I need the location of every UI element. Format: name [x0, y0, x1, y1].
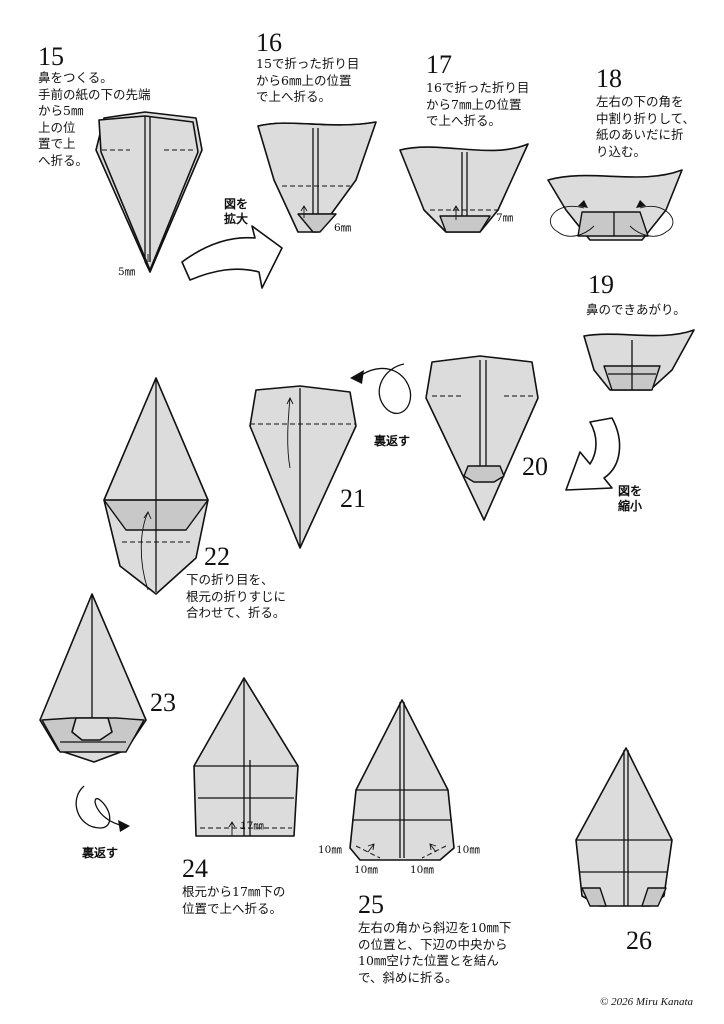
- step25-instruction: 左右の角から斜辺を10㎜下 の位置と、下辺の中央から 10㎜空けた位置とを結ん …: [358, 920, 511, 986]
- text-line: から7㎜上の位置: [426, 96, 522, 112]
- step18-instruction: 左右の下の角を 中割り折りして、 紙のあいだに折 り込む。: [596, 94, 695, 160]
- step16-figure: [257, 121, 377, 233]
- step19-instruction: 鼻のできあがり。: [586, 302, 686, 319]
- text-line: 位置で上へ折る。: [182, 900, 283, 916]
- step18-number: 18: [596, 64, 622, 93]
- step15-instruction: 鼻をつくる。 手前の紙の下の先端 から5㎜ 上の位 置で上 へ折る。: [38, 70, 151, 169]
- step25-measure-bottom-right: 10㎜: [410, 864, 434, 876]
- step24-figure: [193, 677, 299, 837]
- step26-figure: [575, 747, 673, 907]
- label-line: 図を: [618, 484, 643, 498]
- text-line: 合わせて、折る。: [186, 605, 286, 620]
- text-line: 16で折った折り目: [426, 80, 530, 95]
- text-line: 鼻をつくる。: [38, 70, 113, 85]
- text-line: 下の折り目を、: [186, 572, 274, 587]
- label-line: 縮小: [618, 499, 643, 513]
- shrink-arrow: [565, 417, 621, 491]
- step15-number: 15: [38, 42, 64, 71]
- shrink-label: 図を 縮小: [618, 484, 642, 514]
- step18-figure: [547, 169, 683, 241]
- step21-figure: [249, 385, 357, 549]
- enlarge-arrow: [181, 225, 283, 289]
- text-line: から6㎜上の位置: [256, 72, 352, 88]
- text-line: から5㎜: [38, 103, 84, 118]
- flip-label-bottom: 裏返す: [82, 846, 119, 860]
- enlarge-label: 図を 拡大: [224, 197, 248, 227]
- text-line: 15で折った折り目: [256, 56, 360, 71]
- text-line: 10㎜空けた位置とを結ん: [358, 953, 499, 968]
- flip-arrow-bottom: [75, 785, 130, 832]
- step25-measure-bottom-left: 10㎜: [354, 864, 378, 876]
- step17-figure: [399, 143, 529, 233]
- step16-instruction: 15で折った折り目 から6㎜上の位置 で上へ折る。: [256, 56, 359, 106]
- step26-number: 26: [626, 926, 652, 955]
- step25-measure-right: 10㎜: [456, 844, 480, 856]
- text-line: で、斜めに折る。: [358, 969, 458, 985]
- text-line: 根元の折りすじに: [186, 588, 287, 604]
- text-line: で上へ折る。: [256, 89, 332, 104]
- text-line: 左右の下の角を: [596, 94, 684, 109]
- step22-figure: [103, 377, 209, 595]
- step17-instruction: 16で折った折り目 から7㎜上の位置 で上へ折る。: [426, 80, 529, 130]
- step23-number: 23: [150, 688, 176, 717]
- text-line: 置で上: [38, 136, 76, 151]
- text-line: の位置と、下辺の中央から: [358, 936, 508, 952]
- step19-figure: [583, 329, 695, 391]
- step15-figure: [95, 111, 203, 273]
- step15-measure: 5㎜: [118, 266, 136, 278]
- step20-figure: [425, 355, 539, 521]
- step23-figure: [39, 593, 147, 763]
- text-line: 上の位: [38, 119, 76, 135]
- step24-measure: 17㎜: [240, 820, 264, 832]
- step25-number: 25: [358, 890, 384, 919]
- step21-number: 21: [340, 484, 366, 513]
- step17-measure: 7㎜: [496, 212, 514, 224]
- text-line: 中割り折りして、: [596, 110, 696, 126]
- text-line: り込む。: [596, 143, 647, 159]
- step16-measure: 6㎜: [334, 222, 352, 234]
- step22-instruction: 下の折り目を、 根元の折りすじに 合わせて、折る。: [186, 572, 286, 622]
- label-line: 拡大: [224, 212, 249, 226]
- step22-number: 22: [204, 542, 230, 571]
- step17-number: 17: [426, 50, 452, 79]
- label-line: 図を: [224, 197, 249, 211]
- step20-number: 20: [522, 452, 548, 481]
- step25-measure-left: 10㎜: [318, 844, 342, 856]
- step16-number: 16: [256, 28, 282, 57]
- text-line: 左右の角から斜辺を10㎜下: [358, 920, 512, 935]
- text-line: 手前の紙の下の先端: [38, 86, 151, 102]
- text-line: 根元から17㎜下の: [182, 884, 286, 899]
- text-line: へ折る。: [38, 152, 89, 168]
- text-line: で上へ折る。: [426, 113, 502, 128]
- step24-instruction: 根元から17㎜下の 位置で上へ折る。: [182, 884, 285, 917]
- text-line: 鼻のできあがり。: [586, 302, 686, 317]
- step19-number: 19: [588, 270, 614, 299]
- step25-figure: [349, 699, 455, 861]
- text-line: 紙のあいだに折: [596, 127, 684, 142]
- step24-number: 24: [182, 854, 208, 883]
- copyright-notice: © 2026 Miru Kanata: [600, 996, 694, 1008]
- flip-arrow-top: [350, 363, 412, 414]
- flip-label-top: 裏返す: [374, 434, 411, 448]
